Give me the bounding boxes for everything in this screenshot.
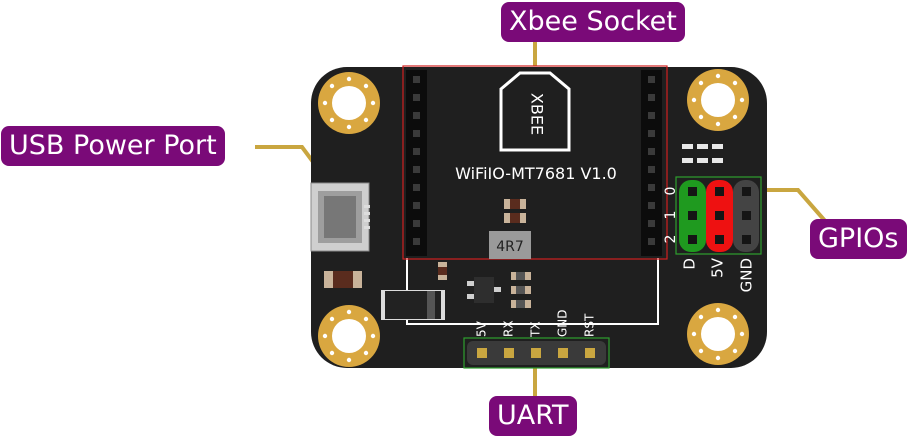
usb-port [310, 182, 370, 252]
uart-header [467, 341, 606, 365]
xbee-outline-shape [499, 71, 571, 152]
inductor-label: 4R7 [496, 239, 524, 255]
callout-usb-power-port: USB Power Port [1, 126, 225, 166]
gpio-row-label: 0 [663, 187, 679, 196]
uart-pin-label: GND [556, 309, 570, 337]
gpio-row-label: 1 [663, 211, 679, 220]
gpio-leader-line [760, 188, 828, 224]
mounting-hole-bottom-left [318, 305, 380, 367]
gpio-header [679, 180, 759, 252]
mounting-hole-top-right [687, 69, 749, 131]
callout-uart: UART [489, 396, 577, 436]
mounting-hole-bottom-right [687, 303, 749, 365]
xbee-header-right [641, 70, 662, 256]
status-leds [682, 144, 723, 163]
xbee-header-left [406, 70, 427, 256]
xbee-outline-label: XBEE [528, 93, 547, 135]
mounting-hole-top-left [318, 72, 380, 134]
smd-capacitor-small [438, 262, 447, 280]
gpio-column-label: GND [738, 258, 756, 292]
gpio-column-label: 5V [709, 257, 727, 278]
smd-resistor-array [511, 272, 531, 308]
uart-highlight [463, 337, 610, 369]
uart-pin-label: TX [529, 321, 543, 338]
uart-pin-label: RST [583, 313, 597, 337]
uart-pin-label: RX [502, 320, 516, 337]
smd-resistor-top [504, 199, 526, 223]
smd-capacitor-large [324, 271, 362, 288]
callout-gpios: GPIOs [810, 219, 907, 259]
inductor [489, 231, 531, 259]
board-name: WiFiIO-MT7681 V1.0 [455, 164, 617, 183]
xbee-header-pins [413, 76, 655, 245]
uart-pin-label: 5V [475, 320, 489, 337]
callout-xbee-socket: Xbee Socket [501, 2, 685, 42]
gpio-row-label: 2 [663, 235, 679, 244]
mounting-holes [318, 69, 749, 367]
gpio-column-label: D [681, 258, 699, 270]
diode [381, 290, 445, 320]
gpio-highlight [675, 176, 762, 255]
xbee-socket-highlight [402, 65, 668, 260]
regulator-chip [467, 277, 501, 303]
